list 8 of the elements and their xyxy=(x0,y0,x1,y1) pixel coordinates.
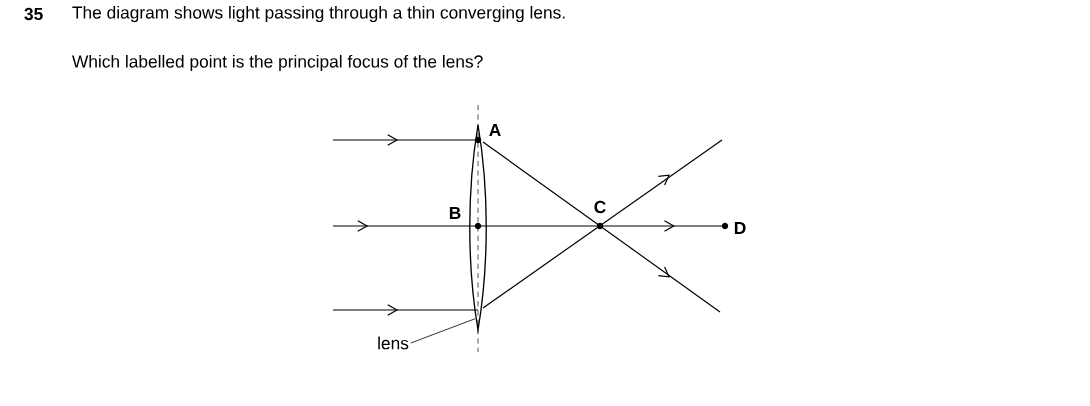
question-text: Which labelled point is the principal focus of the lens? xyxy=(72,54,483,72)
part-label: lens xyxy=(378,336,409,350)
point-label: C xyxy=(594,200,606,214)
lens xyxy=(469,124,487,331)
question-text: The diagram shows light passing through a thin converging lens. xyxy=(72,5,565,23)
question-number: 35 xyxy=(24,7,43,21)
leader-line xyxy=(410,318,476,344)
point-label: D xyxy=(734,222,746,234)
